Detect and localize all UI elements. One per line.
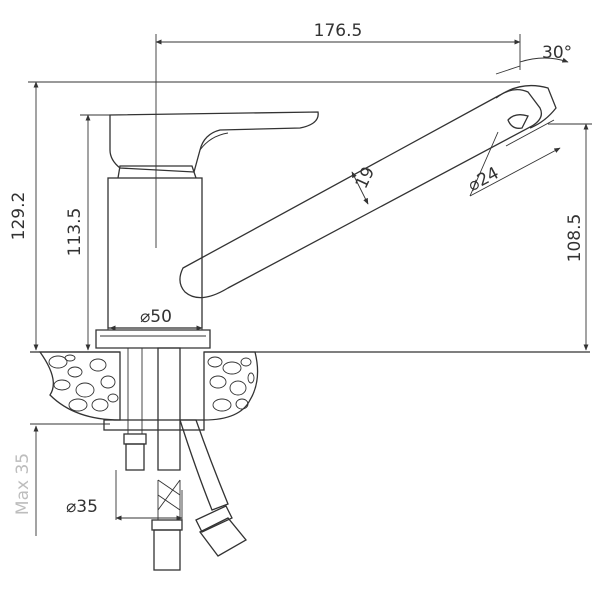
total-height-label: 129.2 bbox=[9, 192, 29, 241]
body-height-label: 113.5 bbox=[65, 208, 85, 257]
dimension-lines bbox=[33, 39, 589, 536]
aerator-diameter-label: ⌀24 bbox=[465, 163, 503, 196]
spout-height-label: 108.5 bbox=[565, 214, 585, 263]
overall-reach-label: 176.5 bbox=[314, 21, 363, 41]
extension-lines bbox=[28, 34, 592, 520]
spout bbox=[179, 84, 557, 299]
base-diameter-label: ⌀50 bbox=[140, 307, 172, 327]
mounting-hardware bbox=[103, 347, 247, 571]
spout-width-label: 19 bbox=[352, 164, 379, 192]
countertop bbox=[30, 351, 590, 421]
swivel-angle-label: 30° bbox=[542, 43, 572, 63]
lever-handle bbox=[109, 111, 319, 173]
hole-diameter-label: ⌀35 bbox=[66, 497, 98, 517]
max-countertop-label: Max 35 bbox=[13, 453, 33, 515]
stone-texture bbox=[48, 354, 255, 412]
